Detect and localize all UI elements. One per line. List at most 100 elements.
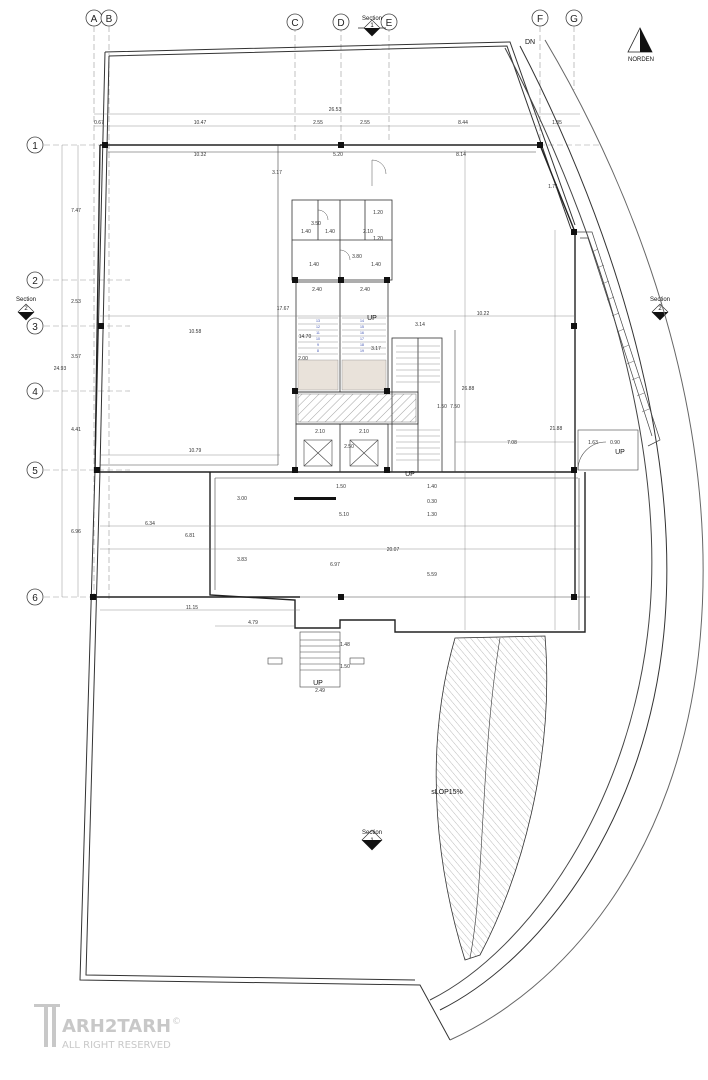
stair-landing-left — [297, 359, 339, 391]
grid-lines — [35, 26, 600, 600]
watermark-copyright: © — [172, 1017, 181, 1027]
dim-140c: 1.40 — [309, 262, 319, 268]
dim-1767: 17.67 — [277, 306, 290, 312]
svg-text:16: 16 — [360, 331, 364, 335]
grid-label-d: D — [337, 18, 344, 29]
section-marker-bottom: Section 1 — [361, 829, 383, 851]
dim-681: 6.81 — [185, 533, 195, 539]
stair-landing-right — [341, 359, 387, 391]
grid-label-c: C — [291, 18, 298, 29]
dim-2688: 26.88 — [462, 386, 475, 392]
dim-185: 1.85 — [552, 120, 562, 126]
grid-label-e: E — [386, 18, 393, 29]
ramp-label: sLOP15% — [431, 789, 463, 796]
dim-1470: 14.70 — [299, 334, 312, 340]
dim-255a: 2.55 — [313, 120, 323, 126]
watermark-logo: ARH2TARH ALL RIGHT RESERVED © — [34, 1004, 181, 1051]
grid-label-3: 3 — [32, 322, 38, 333]
up-label-right: UP — [615, 449, 625, 456]
dim-357: 3.57 — [71, 354, 81, 360]
dim-overall-width: 26.53 — [329, 107, 342, 113]
dim-708: 7.08 — [507, 440, 517, 446]
dim-090: 0.90 — [610, 440, 620, 446]
svg-text:19: 19 — [360, 349, 364, 353]
core-slab-hatch — [297, 393, 417, 423]
dim-253: 2.53 — [71, 299, 81, 305]
svg-text:9: 9 — [317, 343, 319, 347]
dim-383: 3.83 — [237, 557, 247, 563]
dim-130: 1.30 — [427, 512, 437, 518]
grid-label-4: 4 — [32, 387, 38, 398]
dim-240a: 2.40 — [312, 287, 322, 293]
grid-label-5: 5 — [32, 466, 38, 477]
dim-120: 1.20 — [373, 210, 383, 216]
site-boundary — [79, 39, 704, 1041]
dim-2188: 21.88 — [550, 426, 563, 432]
structural-columns — [90, 142, 577, 600]
dim-300: 3.00 — [237, 496, 247, 502]
dim-1047: 10.47 — [194, 120, 207, 126]
dim-210c: 2.10 — [315, 429, 325, 435]
dim-380: 3.80 — [352, 254, 362, 260]
dim-747: 7.47 — [71, 208, 81, 214]
watermark-brand: ARH2TARH — [62, 1016, 171, 1037]
right-balcony-rail — [576, 231, 661, 447]
dim-1058: 10.58 — [189, 329, 202, 335]
dim-249: 2.49 — [315, 688, 325, 694]
section-bottom-title: Section — [362, 830, 382, 836]
dim-2007: 20.07 — [387, 547, 400, 553]
bottom-entry-stair — [267, 631, 365, 688]
svg-text:10: 10 — [316, 337, 320, 341]
section-marker-top: Section 1 — [358, 16, 386, 37]
dim-1079: 10.79 — [189, 448, 202, 454]
dim-240b: 2.40 — [360, 287, 370, 293]
section-top-title: Section — [362, 16, 382, 22]
grid-label-f: F — [537, 14, 543, 25]
dimension-labels: 26.53 0.67 10.47 2.55 2.55 8.44 1.85 10.… — [54, 107, 620, 694]
dim-697: 6.97 — [330, 562, 340, 568]
door-swings — [317, 159, 387, 261]
dim-171: 1.71 — [548, 184, 558, 190]
dim-696: 6.96 — [71, 529, 81, 535]
interior-lines — [100, 145, 590, 630]
dim-148: 1.48 — [340, 642, 350, 648]
up-label-main: UP — [367, 315, 377, 322]
ramp-centerline — [469, 637, 501, 959]
dim-200: 2.00 — [298, 356, 308, 362]
grid-label-g: G — [570, 14, 578, 25]
dim-255b: 2.55 — [360, 120, 370, 126]
dim-2493: 24.93 — [54, 366, 67, 372]
plan-labels: DN UP UP UP UP sLOP15% — [313, 39, 625, 796]
dimension-lines — [61, 113, 580, 630]
section-right-num: 2 — [658, 306, 662, 312]
dim-150: 1.50 — [437, 404, 447, 410]
stair-treads-main — [298, 317, 440, 461]
up-label-bottom: UP — [313, 680, 323, 687]
dim-441: 4.41 — [71, 427, 81, 433]
dim-479: 4.79 — [248, 620, 258, 626]
dim-120b: 1.20 — [373, 236, 383, 242]
section-left-num: 2 — [24, 306, 28, 312]
north-arrow: NORDEN — [627, 27, 654, 63]
dim-140e: 1.40 — [427, 484, 437, 490]
building-walls — [92, 144, 586, 633]
grid-bubbles-columns — [85, 9, 583, 31]
dim-163: 1.63 — [588, 440, 598, 446]
dim-067: 0.67 — [94, 120, 104, 126]
svg-text:12: 12 — [316, 325, 320, 329]
svg-text:17: 17 — [360, 337, 364, 341]
dim-844: 8.44 — [458, 120, 468, 126]
section-marker-left: Section 2 — [16, 297, 36, 321]
ramp-hatch — [435, 635, 548, 961]
north-label: NORDEN — [628, 57, 654, 63]
dim-314: 3.14 — [415, 322, 425, 328]
svg-text:8: 8 — [317, 349, 319, 353]
dim-250: 2.50 — [344, 444, 354, 450]
grid-label-b: B — [106, 14, 113, 25]
dim-510: 5.10 — [339, 512, 349, 518]
grid-bubbles-rows — [26, 136, 44, 606]
dim-317: 3.17 — [272, 170, 282, 176]
svg-text:15: 15 — [360, 325, 364, 329]
dim-150c: 1.50 — [340, 664, 350, 670]
